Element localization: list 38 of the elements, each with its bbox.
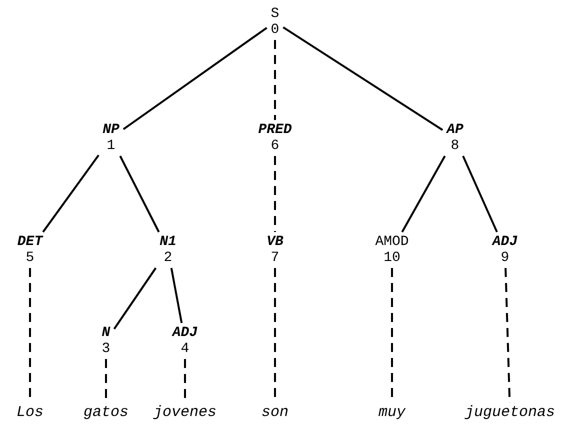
tree-branch xyxy=(170,268,183,324)
category-label: N1 xyxy=(160,234,176,250)
word-label: juguetonas xyxy=(465,405,555,421)
category-label: AP xyxy=(446,122,464,138)
word-label: son xyxy=(262,405,288,421)
category-label: VB xyxy=(266,234,284,250)
category-label: S xyxy=(270,6,280,22)
node-number: 8 xyxy=(450,138,460,154)
category-label: ADJ xyxy=(492,234,518,250)
node-number: 6 xyxy=(270,138,280,154)
tree-branch xyxy=(122,26,268,130)
node-number: 7 xyxy=(270,250,280,266)
dashed-line xyxy=(274,40,276,120)
node-number: 10 xyxy=(382,250,402,266)
category-label: NP xyxy=(102,122,120,138)
tree-branch xyxy=(113,267,157,330)
category-label: N xyxy=(102,325,110,341)
node-number: 2 xyxy=(162,250,174,266)
node-number: 9 xyxy=(500,250,510,266)
word-label: muy xyxy=(378,405,406,421)
category-label: DET xyxy=(17,234,43,250)
word-label: Los xyxy=(16,405,44,421)
tree-branch xyxy=(401,156,446,232)
node-number: 4 xyxy=(180,341,190,357)
category-label: AMOD xyxy=(375,234,409,250)
node-number: 1 xyxy=(106,138,116,154)
dashed-line xyxy=(274,156,276,232)
category-label: PRED xyxy=(258,122,292,138)
tree-branch xyxy=(462,156,498,232)
node-number: 5 xyxy=(24,250,36,266)
word-label: gatos xyxy=(84,405,128,421)
tree-branch xyxy=(119,156,160,232)
word-label: jovenes xyxy=(154,405,216,421)
tree-branch xyxy=(282,26,444,131)
tree-branch xyxy=(42,154,100,233)
category-label: ADJ xyxy=(172,325,198,341)
node-number: 0 xyxy=(270,22,280,38)
node-number: 3 xyxy=(102,341,110,357)
